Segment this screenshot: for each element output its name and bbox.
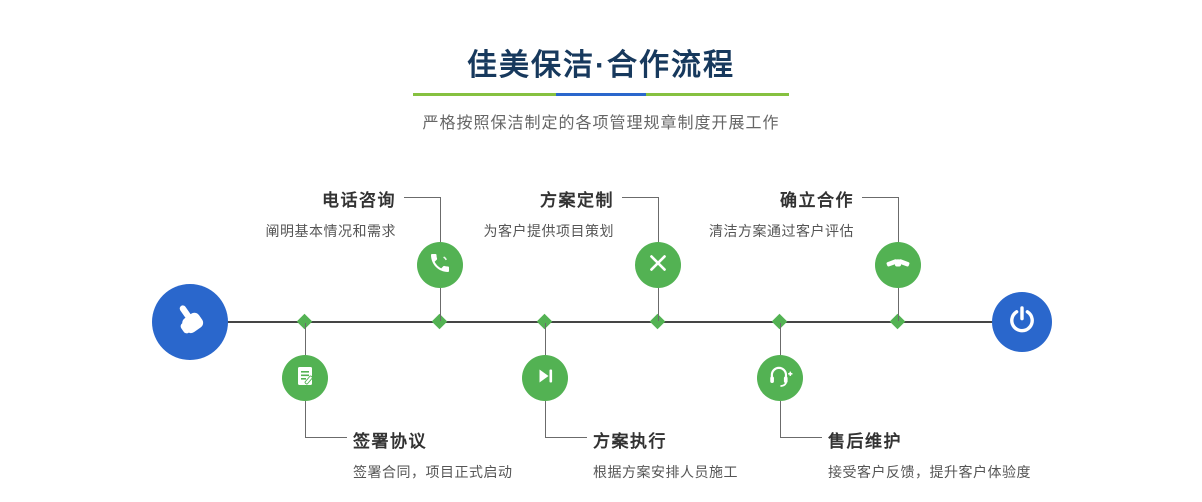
step-circle-plan-execute — [522, 355, 568, 401]
connector-line — [780, 323, 781, 355]
page-subtitle: 严格按照保洁制定的各项管理规章制度开展工作 — [422, 115, 780, 132]
divider-green-segment — [646, 93, 789, 96]
headset-support-icon — [767, 363, 793, 394]
step-circle-after-sales — [757, 355, 803, 401]
step-title: 方案定制 — [540, 191, 614, 210]
step-circle-establish-coop — [875, 242, 921, 288]
step-circle-plan-custom — [635, 242, 681, 288]
connector-line — [545, 401, 546, 438]
timeline-end-node — [992, 292, 1052, 352]
step-label-plan-execute: 方案执行 根据方案安排人员施工 — [593, 427, 738, 482]
connector-line — [658, 197, 659, 242]
step-label-plan-custom: 方案定制 为客户提供项目策划 — [484, 186, 615, 241]
page-title: 佳美保洁·合作流程 — [467, 49, 735, 82]
phone-icon — [428, 251, 452, 280]
connector-line — [898, 288, 899, 321]
step-title: 确立合作 — [780, 191, 854, 210]
step-title: 售后维护 — [828, 432, 902, 451]
step-desc: 阐明基本情况和需求 — [265, 223, 396, 239]
step-desc: 清洁方案通过客户评估 — [709, 223, 854, 239]
power-icon — [1005, 303, 1039, 342]
timeline-start-node — [152, 284, 228, 360]
step-desc: 为客户提供项目策划 — [483, 223, 614, 239]
contract-icon — [293, 364, 317, 393]
step-title: 签署协议 — [353, 432, 427, 451]
play-forward-icon — [533, 364, 557, 393]
connector-line — [305, 323, 306, 355]
step-desc: 接受客户反馈，提升客户体验度 — [828, 464, 1031, 480]
step-label-sign-agreement: 签署协议 签署合同，项目正式启动 — [353, 427, 513, 482]
step-label-after-sales: 售后维护 接受客户反馈，提升客户体验度 — [828, 427, 1031, 482]
handshake-icon — [885, 250, 911, 281]
step-circle-sign-agreement — [282, 355, 328, 401]
step-desc: 根据方案安排人员施工 — [593, 464, 738, 480]
step-desc: 签署合同，项目正式启动 — [353, 464, 513, 480]
divider-green-segment — [413, 93, 556, 96]
connector-line — [622, 197, 658, 198]
connector-line — [545, 323, 546, 355]
connector-line — [862, 197, 898, 198]
connector-line — [404, 197, 440, 198]
step-label-phone-consult: 电话咨询 阐明基本情况和需求 — [266, 186, 397, 241]
connector-line — [545, 437, 587, 438]
connector-line — [898, 197, 899, 242]
step-title: 电话咨询 — [322, 191, 396, 210]
connector-line — [305, 401, 306, 438]
step-title: 方案执行 — [593, 432, 667, 451]
title-divider — [413, 93, 789, 96]
step-label-establish-coop: 确立合作 清洁方案通过客户评估 — [709, 186, 854, 241]
divider-blue-segment — [556, 93, 646, 96]
connector-line — [440, 288, 441, 321]
connector-line — [658, 288, 659, 321]
connector-line — [305, 437, 347, 438]
design-tools-icon — [646, 251, 670, 280]
timeline-line — [190, 321, 1022, 323]
connector-line — [780, 401, 781, 438]
connector-line — [780, 437, 822, 438]
connector-line — [440, 197, 441, 242]
hand-pointer-icon — [169, 299, 211, 346]
step-circle-phone-consult — [417, 242, 463, 288]
